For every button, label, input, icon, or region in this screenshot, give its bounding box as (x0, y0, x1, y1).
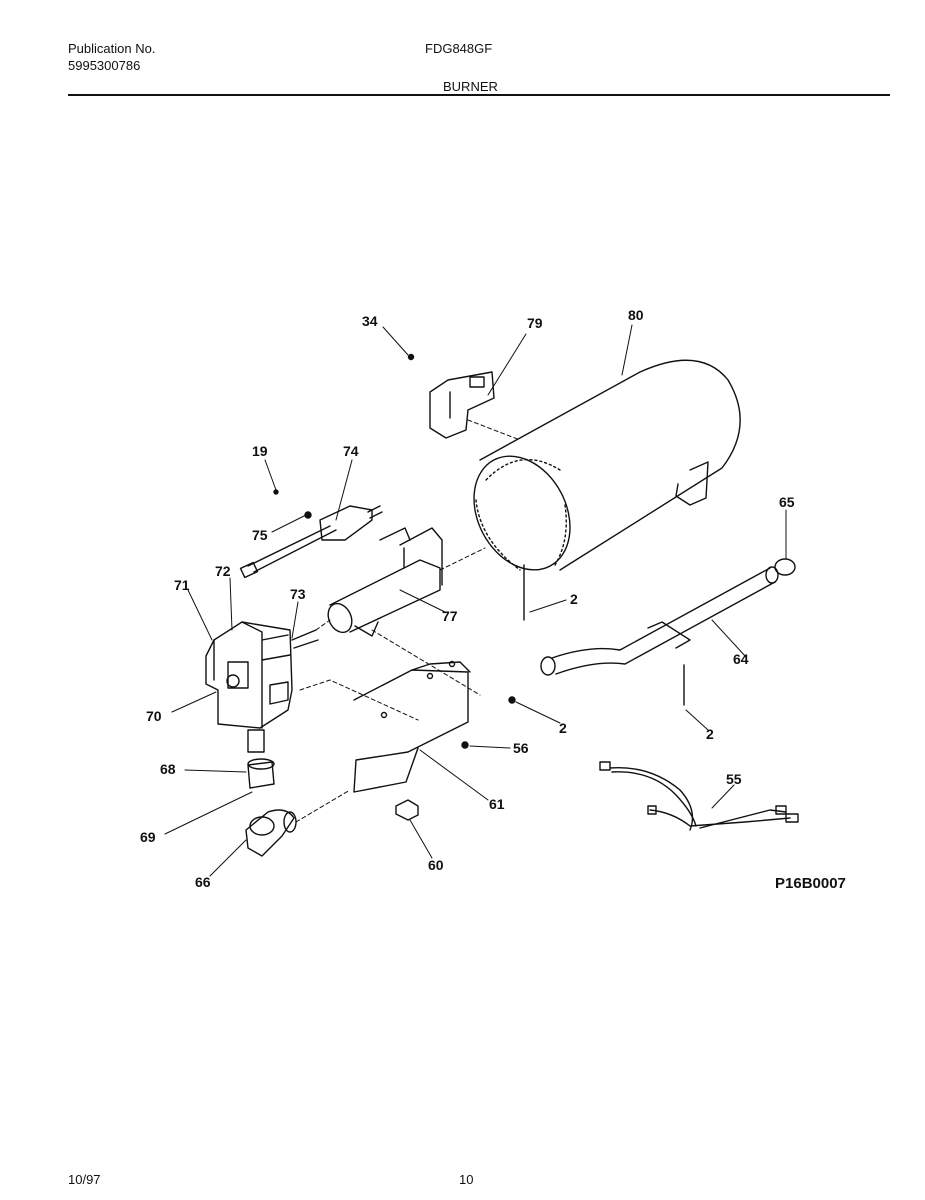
callout-64: 64 (733, 651, 749, 667)
flame-sensor-bracket (407, 353, 495, 439)
callout-labels: 34 79 80 19 74 75 71 72 73 77 2 65 64 70… (140, 307, 795, 890)
publication-number: 5995300786 (68, 58, 141, 73)
callout-80: 80 (628, 307, 644, 323)
callout-2-pipe: 2 (706, 726, 714, 742)
callout-60: 60 (428, 857, 444, 873)
callout-71: 71 (174, 577, 190, 593)
header-rule (68, 94, 890, 96)
callout-2-drum: 2 (570, 591, 578, 607)
publication-label: Publication No. (68, 41, 156, 56)
callout-75: 75 (252, 527, 268, 543)
combustion-chamber-drum (473, 359, 741, 571)
gas-supply-pipe (540, 558, 796, 676)
callout-74: 74 (343, 443, 359, 459)
gas-valve (205, 621, 319, 753)
section-title: BURNER (443, 79, 498, 94)
callout-79: 79 (527, 315, 543, 331)
wire-harness (599, 761, 799, 831)
callout-66: 66 (195, 874, 211, 890)
callout-69: 69 (140, 829, 156, 845)
screws (461, 564, 685, 749)
callout-61: 61 (489, 796, 505, 812)
callout-34: 34 (362, 313, 378, 329)
model-number: FDG848GF (425, 41, 493, 56)
callout-77: 77 (442, 608, 458, 624)
diagram-code: P16B0007 (775, 875, 846, 892)
igniter (239, 489, 411, 579)
footer-date: 10/97 (68, 1172, 101, 1187)
callout-55: 55 (726, 771, 742, 787)
callout-68: 68 (160, 761, 176, 777)
leader-lines (164, 324, 787, 877)
burner-tube (327, 527, 443, 637)
callout-56: 56 (513, 740, 529, 756)
page-number: 10 (459, 1172, 474, 1187)
callout-19: 19 (252, 443, 268, 459)
clip (395, 799, 419, 821)
callout-2-bracket: 2 (559, 720, 567, 736)
burner-mounting-bracket (353, 660, 471, 793)
callout-70: 70 (146, 708, 162, 724)
callout-65: 65 (779, 494, 795, 510)
callout-72: 72 (215, 563, 231, 579)
callout-73: 73 (290, 586, 306, 602)
gas-fittings (245, 758, 297, 857)
